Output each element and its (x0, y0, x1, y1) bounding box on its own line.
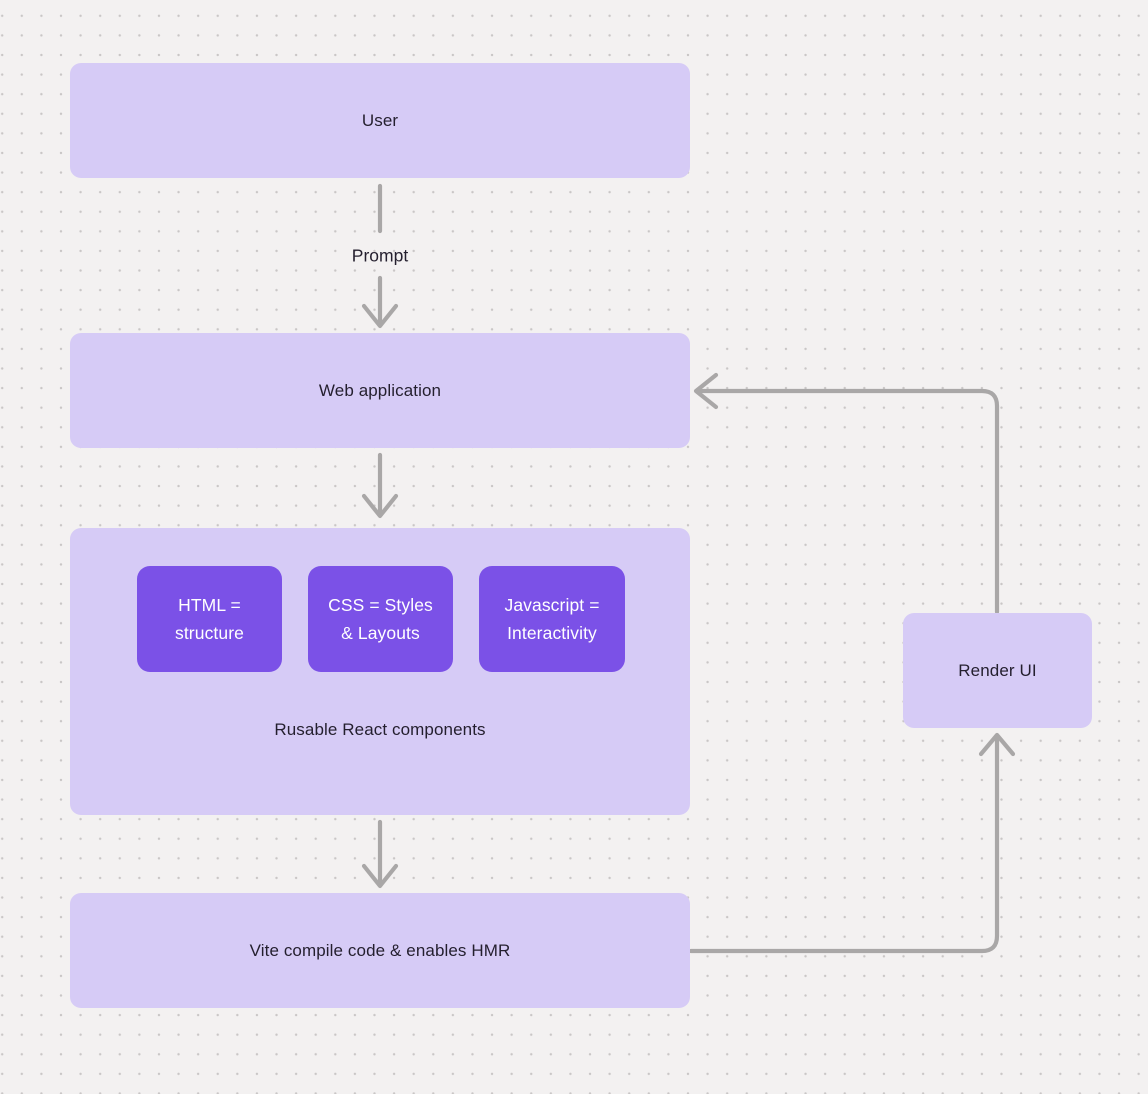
node-javascript: Javascript = Interactivity (479, 566, 625, 672)
edge-label-prompt: Prompt (351, 245, 409, 266)
node-render-ui-label: Render UI (958, 660, 1037, 680)
node-web-application: Web application (70, 333, 690, 448)
node-vite: Vite compile code & enables HMR (70, 893, 690, 1008)
node-vite-label: Vite compile code & enables HMR (249, 940, 511, 960)
components-group-caption: Rusable React components (274, 720, 486, 739)
node-html: HTML = structure (137, 566, 282, 672)
arrowhead-down-vite (361, 863, 399, 889)
arrowhead-up-renderui (978, 732, 1016, 757)
node-user: User (70, 63, 690, 178)
node-components-group: HTML = structure CSS = Styles & Layouts … (70, 528, 690, 815)
node-css: CSS = Styles & Layouts (308, 566, 453, 672)
node-user-label: User (361, 110, 399, 130)
node-javascript-label: Javascript = Interactivity (504, 595, 600, 643)
node-css-label: CSS = Styles & Layouts (328, 595, 433, 643)
node-html-label: HTML = structure (175, 595, 244, 643)
connector-renderui-to-webapp (695, 388, 1000, 615)
arrowhead-down-webapp (361, 303, 399, 329)
arrowhead-down-components (361, 493, 399, 519)
node-web-application-label: Web application (318, 380, 442, 400)
node-render-ui: Render UI (903, 613, 1092, 728)
arrowhead-left-webapp (693, 372, 719, 410)
connector-vite-to-renderui (688, 734, 1000, 954)
